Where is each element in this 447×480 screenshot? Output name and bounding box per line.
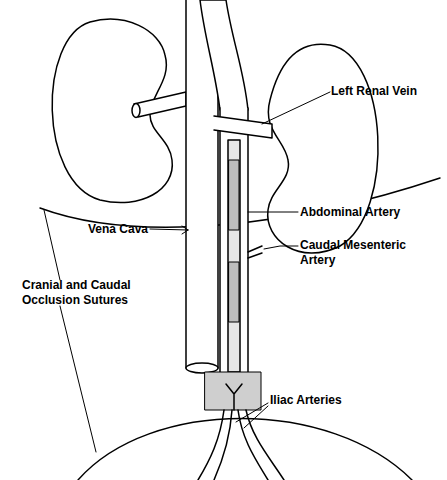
vessel-label: Left Renal Vein [331, 84, 441, 99]
clip-box [205, 372, 261, 410]
iliac-artery [198, 410, 224, 480]
vessel-label: Vena Cava [88, 222, 152, 237]
vessel-cut-end [132, 104, 140, 118]
leader-line [150, 229, 188, 230]
vessel-label: Caudal Mesenteric Artery [300, 238, 418, 268]
catheter-junction [226, 384, 242, 410]
renal-vessel [134, 92, 186, 117]
catheter [228, 140, 240, 372]
suture-label: Cranial and Caudal Occlusion Sutures [22, 278, 158, 308]
leader-line [264, 246, 298, 249]
aorta [200, 0, 248, 110]
catheter-segment [229, 160, 239, 230]
arrow-head [182, 226, 188, 234]
leader-line [262, 92, 330, 124]
renal-vein [214, 116, 272, 138]
vessel-label: Abdominal Artery [300, 205, 420, 220]
abdominal-aorta [220, 108, 248, 376]
leader-line [60, 306, 96, 452]
kidney [268, 44, 378, 253]
leader-line [244, 406, 268, 428]
iliac-artery [214, 410, 232, 480]
catheter-segment [229, 262, 239, 322]
vessel-label: Iliac Arteries [270, 393, 370, 408]
leader-line [248, 212, 298, 213]
leader-line [236, 403, 268, 422]
iliac-artery [238, 410, 268, 480]
mesenteric-branch [248, 246, 262, 258]
leader-line [44, 210, 60, 280]
